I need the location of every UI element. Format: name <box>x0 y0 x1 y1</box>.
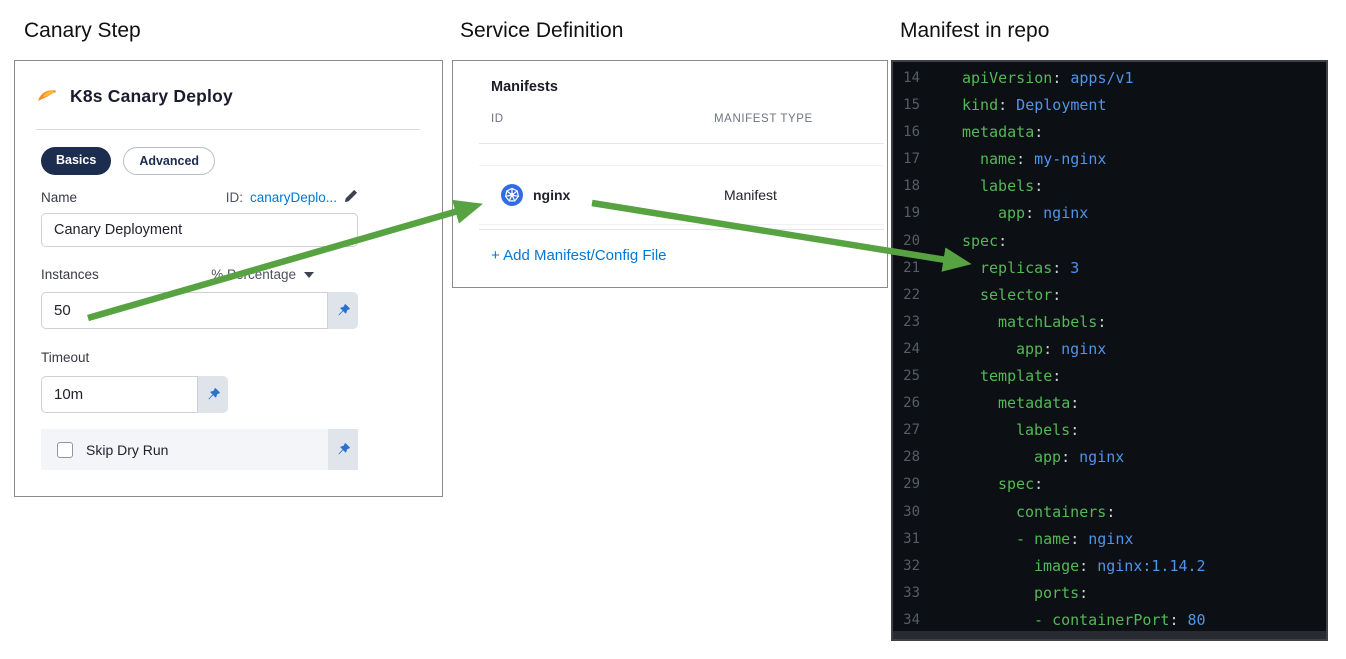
canary-icon <box>36 85 58 107</box>
timeout-input[interactable] <box>41 376 198 413</box>
row-divider <box>479 229 884 230</box>
header-divider <box>479 143 884 144</box>
service-definition-label: Service Definition <box>460 19 624 42</box>
skip-dry-run-label: Skip Dry Run <box>86 441 169 458</box>
instances-label: Instances <box>41 267 99 282</box>
step-title: K8s Canary Deploy <box>70 85 233 106</box>
tab-advanced[interactable]: Advanced <box>123 147 216 175</box>
chevron-down-icon <box>304 271 314 278</box>
skip-dry-run-checkbox[interactable] <box>57 441 73 458</box>
skip-dry-run-row: Skip Dry Run <box>41 429 358 470</box>
manifest-in-repo-label: Manifest in repo <box>900 19 1050 42</box>
canary-step-label: Canary Step <box>24 19 141 42</box>
pin-icon <box>207 388 220 400</box>
id-prefix: ID: <box>225 190 243 205</box>
code-line-31: 31- name: nginx <box>903 529 1134 548</box>
code-line-34: 34- containerPort: 80 <box>903 610 1206 629</box>
canary-step-panel: K8s Canary Deploy Basics Advanced Name I… <box>14 60 443 497</box>
pin-icon <box>337 304 350 316</box>
step-id-value[interactable]: canaryDeplo... <box>249 190 337 205</box>
tab-pills: Basics Advanced <box>41 147 216 175</box>
manifest-type-cell: Manifest <box>724 187 777 203</box>
title-divider <box>36 129 420 130</box>
column-header-id: ID <box>491 113 504 125</box>
kubernetes-icon <box>501 184 523 206</box>
manifest-id-cell: nginx <box>533 187 571 203</box>
instances-pin-button[interactable] <box>328 292 358 329</box>
column-header-manifest-type: MANIFEST TYPE <box>714 113 813 125</box>
add-manifest-link[interactable]: + Add Manifest/Config File <box>491 247 667 264</box>
timeout-label: Timeout <box>41 350 90 365</box>
instances-unit-dropdown[interactable]: % Percentage <box>211 267 358 282</box>
timeout-pin-button[interactable] <box>198 376 228 413</box>
tab-basics[interactable]: Basics <box>41 147 112 175</box>
skip-dry-run-pin-button[interactable] <box>328 429 358 470</box>
name-input[interactable] <box>41 213 358 247</box>
name-label: Name <box>41 190 78 205</box>
horizontal-scrollbar[interactable] <box>893 631 1326 639</box>
instances-unit-value: % Percentage <box>211 267 296 282</box>
manifests-title: Manifests <box>491 79 558 95</box>
manifest-table-row[interactable]: nginx Manifest <box>479 165 884 225</box>
instances-input[interactable] <box>41 292 328 329</box>
manifests-panel: Manifests ID MANIFEST TYPE <box>452 60 888 288</box>
edit-pencil-icon[interactable] <box>344 189 358 206</box>
pin-icon <box>337 443 350 455</box>
